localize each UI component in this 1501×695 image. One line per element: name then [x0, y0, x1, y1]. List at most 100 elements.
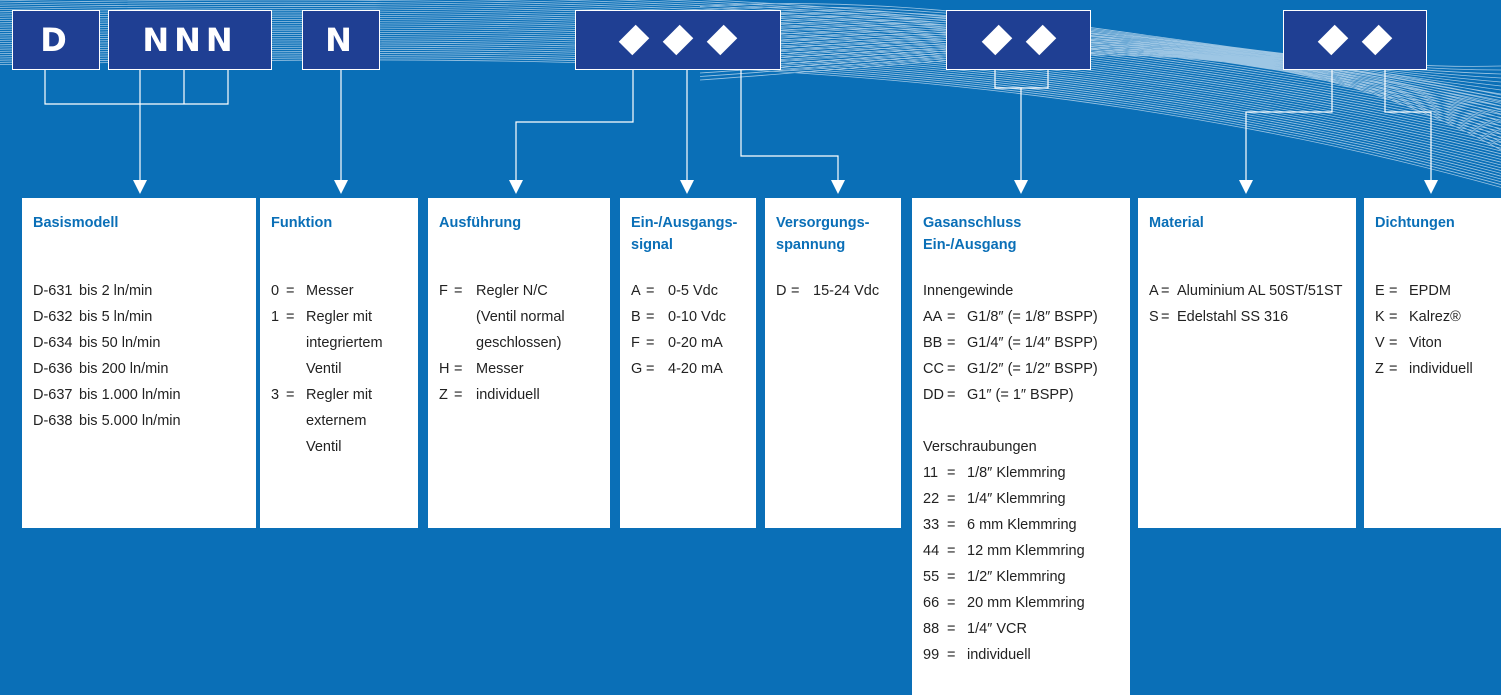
entry-equals: = [947, 387, 956, 403]
list-item: F=Regler N/C (Ventil normal geschlossen) [439, 278, 610, 356]
arrow-to-gasanschluss [1014, 180, 1028, 194]
entry-desc: EPDM [1409, 283, 1451, 299]
list-item: 44=12 mm Klemmring [923, 538, 1130, 564]
list-item: E= EPDM [1375, 278, 1501, 304]
entry-code: 1 [271, 309, 280, 325]
entry-code: Z [439, 387, 448, 403]
arrow-to-ausfuehrung [509, 180, 523, 194]
list-item: 3=Regler mit externem Ventil [271, 382, 418, 460]
arrow-to-versorgung [831, 180, 845, 194]
entry-code: BB [923, 335, 943, 351]
entry-desc: 4-20 mA [668, 361, 723, 377]
entry-equals: = [947, 595, 956, 611]
arrow-to-material [1239, 180, 1253, 194]
entry-desc: Messer [476, 361, 524, 377]
entry-desc: bis 1.000 ln/min [79, 387, 181, 403]
entry-code: 55 [923, 569, 940, 585]
card-material: Material A=Aluminium AL 50ST/51ST S=Edel… [1138, 198, 1356, 528]
card-title: Basismodell [33, 215, 119, 231]
list-item: Z=individuell [1375, 356, 1501, 382]
entry-desc: 15-24 Vdc [813, 283, 880, 299]
list-item: Z=individuell [439, 382, 610, 408]
code-box-material-seals [1283, 10, 1427, 70]
entry-code: 3 [271, 387, 280, 403]
entry-code: F [631, 335, 640, 351]
entry-equals: = [791, 283, 800, 299]
entry-desc: 0-20 mA [668, 335, 723, 351]
card-title: Versorgungs- spannung [776, 215, 870, 253]
entry-code: 22 [923, 491, 940, 507]
entry-code: G [631, 361, 643, 377]
entry-desc: Aluminium AL 50ST/51ST [1177, 283, 1343, 299]
entry-code: 0 [271, 283, 280, 299]
entry-equals: = [286, 309, 295, 325]
list-item: AA=G1/8″ (= 1/8″ BSPP) [923, 304, 1130, 330]
entry-code: D-632 [33, 309, 73, 325]
card-title: Ausführung [439, 215, 522, 231]
entry-code: S [1149, 309, 1159, 325]
entry-desc: 1/2″ Klemmring [967, 569, 1066, 585]
entry-desc: 1/4″ VCR [967, 621, 1027, 637]
entry-equals: = [646, 335, 655, 351]
group-title-innengewinde: Innengewinde [923, 283, 1014, 299]
list-item: A= Aluminium AL 50ST/51ST [1149, 278, 1356, 304]
entry-equals: = [947, 517, 956, 533]
arrow-to-funktion [334, 180, 348, 194]
entry-code: 99 [923, 647, 940, 663]
entry-desc: Regler mit integriertem Ventil [306, 309, 383, 377]
card-signal: Ein-/Ausgangs- signal A=0-5 Vdc B=0-10 V… [620, 198, 756, 528]
entry-equals: = [286, 387, 295, 403]
entry-code: 44 [923, 543, 940, 559]
list-item: CC=G1/2″ (= 1/2″ BSPP) [923, 356, 1130, 382]
entry-desc: 20 mm Klemmring [967, 595, 1085, 611]
entry-equals: = [947, 335, 956, 351]
list-item: G= 4-20 mA [631, 356, 756, 382]
entry-equals: = [1389, 283, 1398, 299]
list-item: F = 0-20 mA [631, 330, 756, 356]
list-item: B=0-10 Vdc [631, 304, 756, 330]
entry-desc: individuell [476, 387, 540, 403]
entry-code: F [439, 283, 448, 299]
code-box-gas-connection [946, 10, 1091, 70]
entry-code: Z [1375, 361, 1384, 377]
code-box-basis-label: D [40, 21, 72, 59]
entry-desc: Edelstahl SS 316 [1177, 309, 1289, 325]
list-item: 99=individuell [923, 642, 1130, 668]
entry-equals: = [454, 283, 463, 299]
entry-code: AA [923, 309, 943, 325]
entry-equals: = [646, 361, 655, 377]
entry-code: K [1375, 309, 1385, 325]
arrow-to-signal [680, 180, 694, 194]
list-item: 88=1/4″ VCR [923, 616, 1130, 642]
entry-desc: individuell [1409, 361, 1473, 377]
entry-equals: = [1161, 309, 1170, 325]
list-item: S= Edelstahl SS 316 [1149, 304, 1356, 330]
entry-desc: Kalrez® [1409, 309, 1461, 325]
code-box-design-signal-supply [575, 10, 781, 70]
entry-equals: = [1389, 309, 1398, 325]
code-box-basis: D [12, 10, 100, 70]
entry-code: DD [923, 387, 944, 403]
list-item: D= 15-24 Vdc [776, 278, 901, 304]
entry-code: E [1375, 283, 1385, 299]
entry-desc: G1/4″ (= 1/4″ BSPP) [967, 335, 1098, 351]
entry-equals: = [947, 491, 956, 507]
list-item: 33=6 mm Klemmring [923, 512, 1130, 538]
entry-code: D [776, 283, 787, 299]
entry-desc: G1/8″ (= 1/8″ BSPP) [967, 309, 1098, 325]
entry-code: D-637 [33, 387, 73, 403]
entry-equals: = [947, 543, 956, 559]
list-item: H=Messer [439, 356, 610, 382]
entry-code: A [1149, 283, 1159, 299]
entry-equals: = [1161, 283, 1170, 299]
list-item: D-637 bis 1.000 ln/min [33, 382, 256, 408]
card-versorgung: Versorgungs- spannung D= 15-24 Vdc [765, 198, 901, 528]
entry-desc: G1″ (= 1″ BSPP) [967, 387, 1074, 403]
entry-desc: Messer [306, 283, 354, 299]
card-funktion: Funktion 0=Messer 1=Regler mit integrier… [260, 198, 418, 528]
list-item: V=Viton [1375, 330, 1501, 356]
entry-code: D-634 [33, 335, 73, 351]
